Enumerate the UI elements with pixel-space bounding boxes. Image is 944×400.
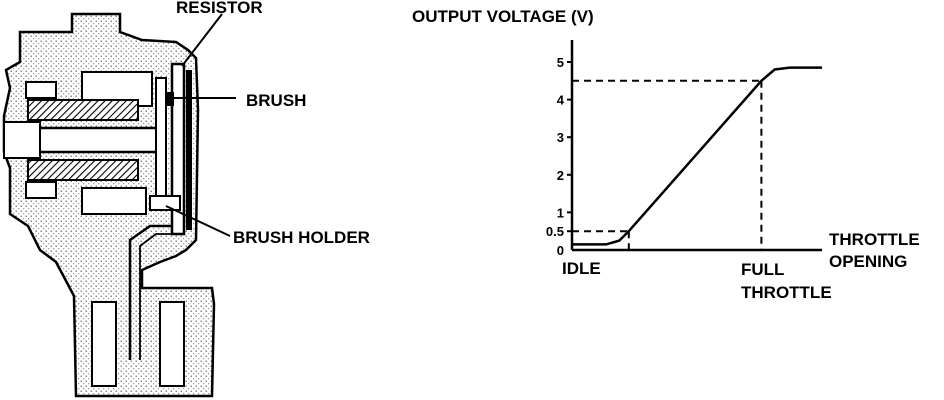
connector-slot-right — [159, 301, 185, 387]
resistor-board — [170, 62, 186, 236]
brush-carrier-plate — [155, 77, 167, 211]
x-axis-label-line2: OPENING — [829, 252, 907, 271]
x-axis-label-line1: THROTTLE — [829, 230, 920, 249]
y-tick-label: 5 — [557, 55, 564, 70]
brush-contact — [166, 92, 174, 106]
y-tick-label: 4 — [557, 93, 565, 108]
rotor-shaft — [34, 126, 166, 154]
left-bearing-lower — [25, 181, 57, 199]
resistor-leader-line — [181, 13, 223, 67]
y-tick-label: 2 — [557, 168, 564, 183]
chart-title: OUTPUT VOLTAGE (V) — [412, 7, 594, 26]
y-tick-label: 0.5 — [546, 224, 564, 239]
x-marker-full-line2: THROTTLE — [741, 283, 832, 302]
y-tick-label: 1 — [557, 205, 564, 220]
brush-holder-leader-line — [165, 205, 231, 237]
resistor-label: RESISTOR — [176, 0, 263, 17]
brush-label: BRUSH — [246, 91, 306, 110]
terminal-lead-2 — [139, 233, 178, 360]
sensor-cross-section — [2, 12, 216, 398]
brush-holder-block — [149, 195, 181, 211]
y-axis-ticks: 0 0.5 1 2 3 4 5 — [546, 55, 572, 258]
y-tick-label: 0 — [557, 243, 564, 258]
resistor-track — [186, 70, 192, 230]
shaft-bore-left — [3, 121, 41, 159]
reference-lines — [572, 79, 763, 250]
x-marker-full-line1: FULL — [741, 260, 784, 279]
terminal-lead — [128, 224, 176, 360]
left-bearing-upper — [25, 81, 57, 99]
output-voltage-curve — [572, 66, 822, 246]
output-voltage-chart: 0 0.5 1 2 3 4 5 — [546, 40, 822, 258]
lower-hatched-ring — [27, 159, 139, 181]
upper-hatched-ring — [27, 99, 139, 121]
y-tick-label: 3 — [557, 130, 564, 145]
lower-cavity — [81, 187, 147, 215]
brush-holder-label: BRUSH HOLDER — [233, 228, 370, 247]
x-marker-idle: IDLE — [562, 259, 601, 278]
connector-slot-left — [91, 301, 117, 387]
